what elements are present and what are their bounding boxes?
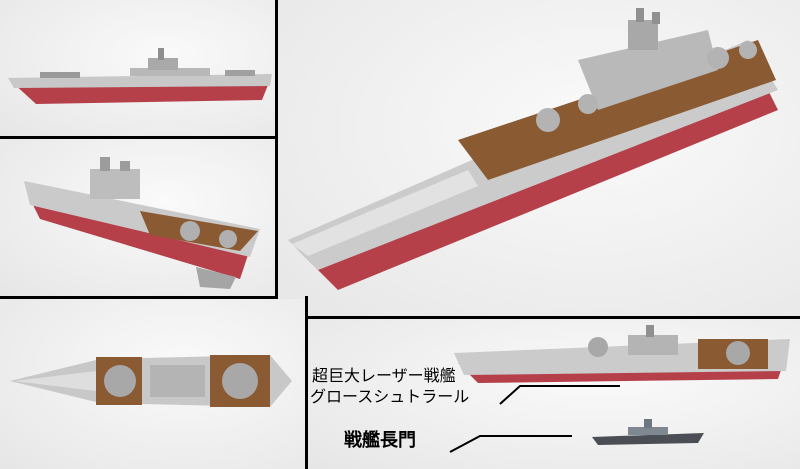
side-view-panel [0, 0, 276, 136]
side-view-ship-illustration [8, 48, 272, 104]
reference-ship-label: 戦艦長門 [344, 430, 416, 451]
comparison-illustration [454, 325, 790, 445]
ship-name-line1-label: 超巨大レーザー戦艦 [312, 366, 456, 385]
bow-quarter-ship-illustration [24, 157, 260, 289]
frame-divider [306, 316, 800, 319]
frame-divider [305, 296, 308, 469]
perspective-ship-illustration [288, 8, 778, 290]
perspective-view-panel [278, 0, 800, 318]
frame-divider [275, 0, 278, 139]
bow-quarter-view-panel [0, 139, 276, 296]
frame-divider [275, 139, 278, 296]
frame-divider [0, 296, 306, 299]
ship-name-line2-label: グロースシュトラール [310, 387, 470, 406]
top-view-panel [0, 299, 305, 469]
frame-divider [0, 136, 278, 139]
top-view-ship-illustration [10, 355, 292, 407]
